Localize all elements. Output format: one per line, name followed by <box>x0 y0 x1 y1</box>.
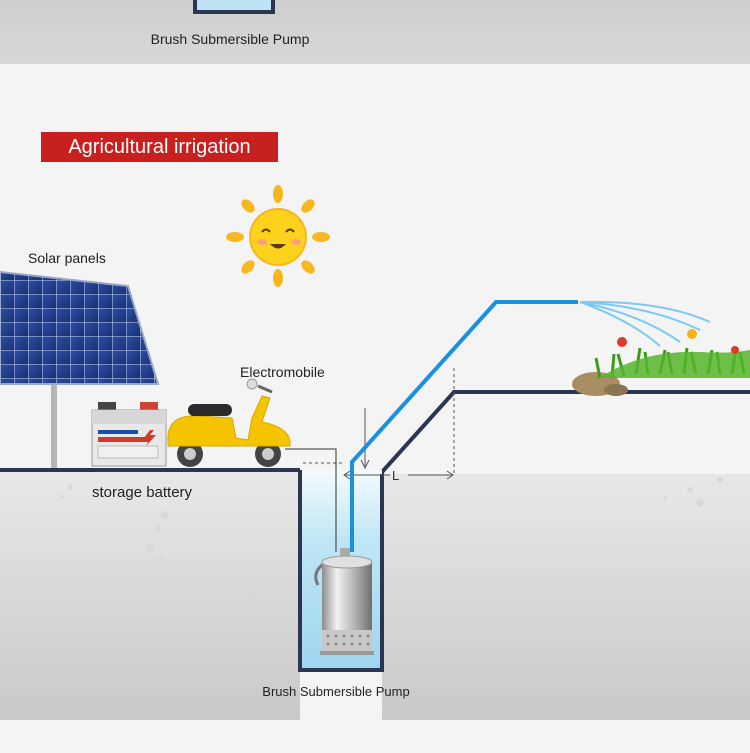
grass-icon <box>572 329 750 396</box>
previous-section-band <box>0 0 750 64</box>
electromobile-label: Electromobile <box>240 364 325 380</box>
bottom-band <box>0 720 750 753</box>
distance-indicator <box>300 368 455 480</box>
water-spray <box>579 300 711 347</box>
ground-left <box>0 468 300 720</box>
bubbles-right <box>663 477 723 507</box>
previous-well-frame <box>193 0 275 14</box>
water-pipe <box>350 300 578 552</box>
ground-right <box>380 390 750 720</box>
storage-battery-label: storage battery <box>92 484 193 501</box>
solar-panels-label: Solar panels <box>28 250 106 266</box>
previous-pump-caption: Brush Submersible Pump <box>150 31 310 47</box>
section-title: Agricultural irrigation <box>41 132 278 162</box>
solar-panel-icon <box>0 270 160 468</box>
power-cable <box>285 448 337 552</box>
distance-label: L <box>392 468 400 483</box>
sun-icon <box>226 185 330 287</box>
pump-caption: Brush Submersible Pump <box>262 684 410 699</box>
scooter-icon <box>167 378 291 467</box>
pump-icon <box>314 548 374 655</box>
battery-icon <box>91 402 167 467</box>
bubbles-left <box>60 484 171 588</box>
